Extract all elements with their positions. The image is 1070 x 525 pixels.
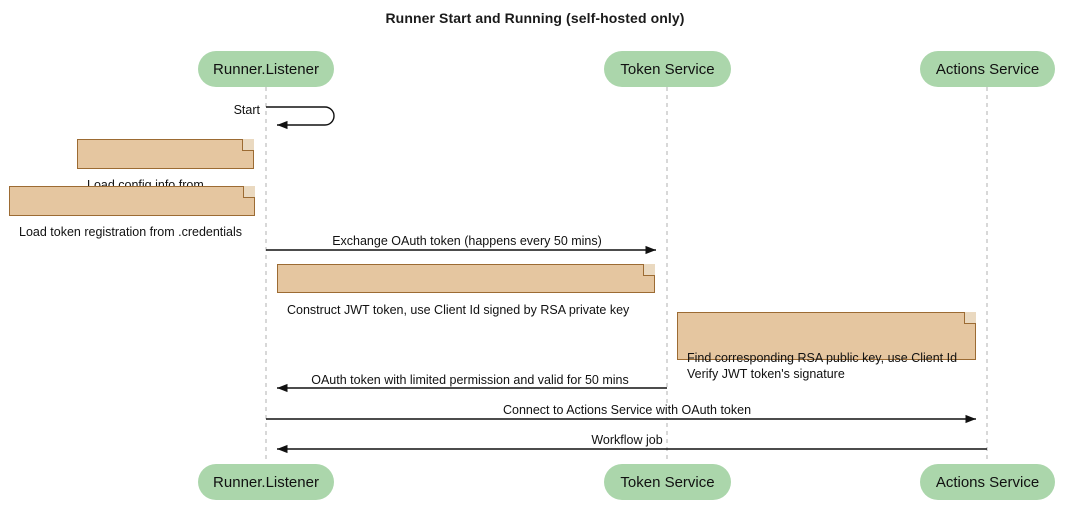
- message-label-start: Start: [230, 103, 263, 117]
- note-verify-jwt-signature: Find corresponding RSA public key, use C…: [677, 312, 976, 381]
- message-label-exchange-oauth-token: Exchange OAuth token (happens every 50 m…: [329, 234, 605, 248]
- participant-label: Runner.Listener: [213, 60, 319, 78]
- note-fold-icon: [243, 186, 255, 198]
- participant-label: Actions Service: [935, 473, 1040, 491]
- participant-label: Actions Service: [935, 60, 1040, 78]
- message-arrow-start: [266, 106, 335, 130]
- message-label-oauth-token-response: OAuth token with limited permission and …: [308, 373, 632, 387]
- participant-token-service-top[interactable]: Token Service: [604, 51, 731, 87]
- message-label-workflow-job: Workflow job: [588, 433, 666, 447]
- note-construct-jwt-token: Construct JWT token, use Client Id signe…: [277, 264, 655, 317]
- note-fold-icon: [643, 264, 655, 276]
- participant-label: Token Service: [620, 473, 715, 491]
- participant-actions-service-top[interactable]: Actions Service: [920, 51, 1055, 87]
- participant-runner-listener-bottom[interactable]: Runner.Listener: [198, 464, 334, 500]
- message-label-connect-actions-service: Connect to Actions Service with OAuth to…: [499, 403, 755, 417]
- note-load-config-info: Load config info from .runner: [77, 139, 254, 208]
- note-fold-icon: [964, 312, 976, 324]
- note-text: Load token registration from .credential…: [19, 225, 243, 239]
- participant-label: Token Service: [620, 60, 715, 78]
- note-text: Construct JWT token, use Client Id signe…: [287, 303, 630, 317]
- participant-token-service-bottom[interactable]: Token Service: [604, 464, 731, 500]
- note-fold-icon: [242, 139, 254, 151]
- participant-actions-service-bottom[interactable]: Actions Service: [920, 464, 1055, 500]
- note-text: Find corresponding RSA public key, use C…: [687, 351, 958, 381]
- note-load-token-registration: Load token registration from .credential…: [9, 186, 255, 239]
- participant-runner-listener-top[interactable]: Runner.Listener: [198, 51, 334, 87]
- page-title: Runner Start and Running (self-hosted on…: [385, 10, 685, 26]
- participant-label: Runner.Listener: [213, 473, 319, 491]
